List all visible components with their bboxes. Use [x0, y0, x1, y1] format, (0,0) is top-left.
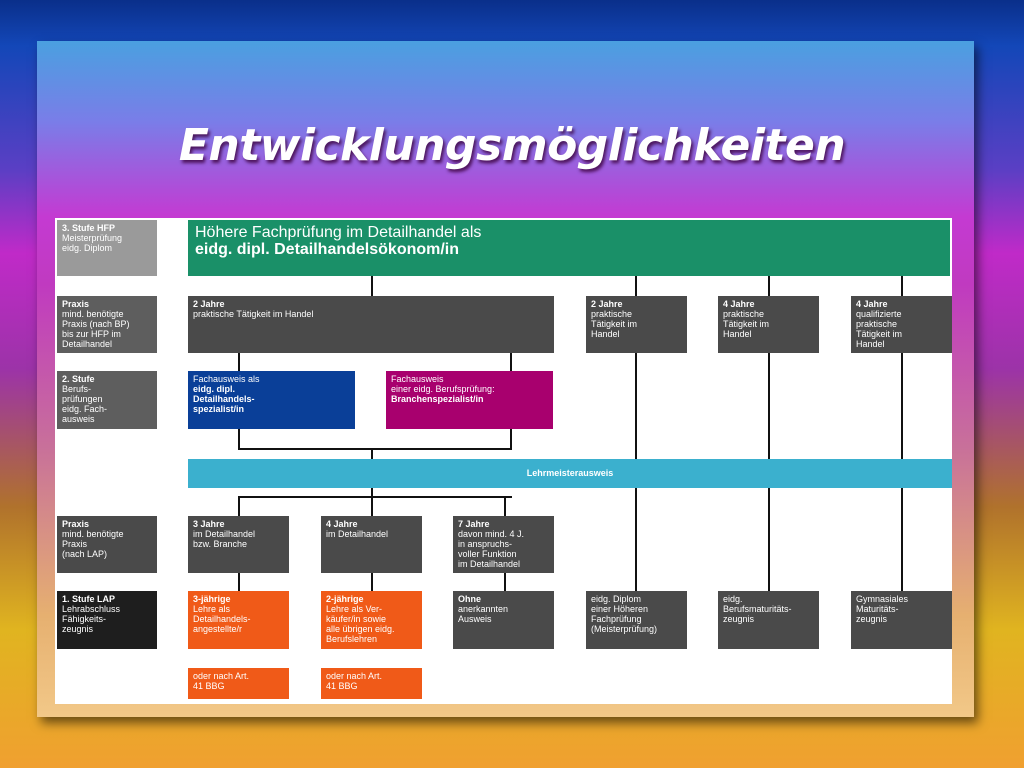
connector-line: [635, 276, 637, 296]
praxis-lap-col3-box: 7 Jahre davon mind. 4 J. in anspruchs- v…: [453, 516, 554, 573]
connector-line: [238, 573, 240, 591]
praxis-lap-col1-box: 3 Jahre im Detailhandel bzw. Branche: [188, 516, 289, 573]
lap-col4-box: eidg. Diplom einer Höheren Fachprüfung (…: [586, 591, 687, 649]
lehrmeisterausweis-bar: Lehrmeisterausweis: [188, 459, 952, 488]
level-praxis-bottom-label: Praxis mind. benötigte Praxis (nach LAP): [57, 516, 157, 573]
connector-line: [371, 488, 373, 497]
level-praxis-top-label: Praxis mind. benötigte Praxis (nach BP) …: [57, 296, 157, 353]
connector-line: [504, 496, 506, 516]
praxis-col6-box: 4 Jahre qualifizierte praktische Tätigke…: [851, 296, 952, 353]
connector-line: [238, 448, 512, 450]
fachausweis-branchenspezialist-box: Fachausweis einer eidg. Berufsprüfung: B…: [386, 371, 553, 429]
connector-line: [510, 429, 512, 449]
lap-col5-box: eidg. Berufsmaturitäts- zeugnis: [718, 591, 819, 649]
fachausweis-detailhandelsspezialist-box: Fachausweis als eidg. dipl. Detailhandel…: [188, 371, 355, 429]
connector-line: [901, 276, 903, 296]
lap-col6-box: Gymnasiales Maturitäts- zeugnis: [851, 591, 952, 649]
connector-line: [371, 496, 373, 516]
connector-line: [768, 276, 770, 296]
art41-col2-box: oder nach Art. 41 BBG: [321, 668, 422, 699]
connector-line: [504, 573, 506, 591]
connector-line: [371, 573, 373, 591]
level-stufe2-label: 2. Stufe Berufs- prüfungen eidg. Fach- a…: [57, 371, 157, 429]
art41-col1-box: oder nach Art. 41 BBG: [188, 668, 289, 699]
hfp-box: Höhere Fachprüfung im Detailhandel als e…: [188, 220, 950, 276]
lap-col1-box: 3-jährige Lehre als Detailhandels- anges…: [188, 591, 289, 649]
lap-col2-box: 2-jährige Lehre als Ver- käufer/in sowie…: [321, 591, 422, 649]
career-diagram: 3. Stufe HFP Meisterprüfung eidg. Diplom…: [55, 218, 952, 704]
praxis-col5-box: 4 Jahre praktische Tätigkeit im Handel: [718, 296, 819, 353]
slide-title: Entwicklungsmöglichkeiten: [178, 120, 846, 171]
level-hfp-label: 3. Stufe HFP Meisterprüfung eidg. Diplom: [57, 220, 157, 276]
praxis-col4-box: 2 Jahre praktische Tätigkeit im Handel: [586, 296, 687, 353]
connector-line: [238, 496, 240, 516]
connector-line: [510, 353, 512, 371]
connector-line: [238, 353, 240, 371]
connector-line: [371, 276, 373, 296]
connector-line: [371, 448, 373, 459]
praxis-main-box: 2 Jahre praktische Tätigkeit im Handel: [188, 296, 554, 353]
lap-col3-box: Ohne anerkannten Ausweis: [453, 591, 554, 649]
connector-line: [238, 496, 512, 498]
connector-line: [238, 429, 240, 449]
praxis-lap-col2-box: 4 Jahre im Detailhandel: [321, 516, 422, 573]
level-stufe1-label: 1. Stufe LAP Lehrabschluss Fähigkeits- z…: [57, 591, 157, 649]
